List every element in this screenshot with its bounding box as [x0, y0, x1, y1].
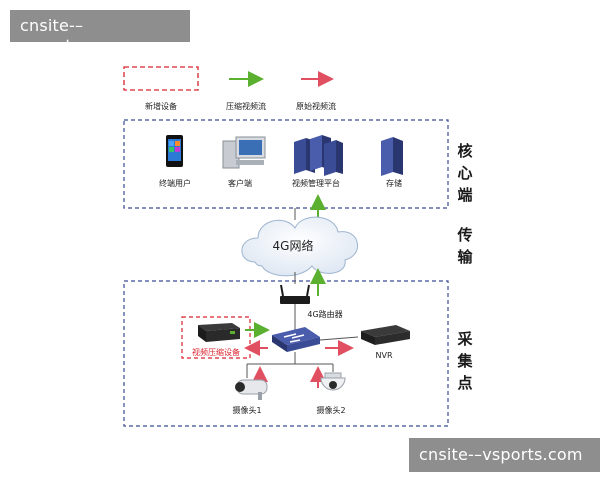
camera1-label: 摄像头1: [232, 406, 262, 415]
watermark-bottom: cnsite-–vsports.com: [409, 438, 600, 472]
section-transmission-label: 传输: [457, 226, 473, 266]
storage-server-icon: [381, 137, 403, 176]
server-cluster-icon: [294, 135, 343, 176]
smartphone-icon: [166, 135, 183, 167]
legend-new-device-label: 新增设备: [145, 102, 177, 111]
client-label: 客户端: [228, 179, 252, 188]
legend-new-device-box: [123, 66, 199, 91]
section-core-label: 核心端: [457, 142, 473, 204]
encoder-label: 视频压缩设备: [192, 348, 240, 357]
nvr-label: NVR: [375, 351, 393, 360]
core-frame: [123, 119, 449, 209]
encoder-device-icon: [198, 323, 240, 342]
storage-label: 存储: [386, 179, 402, 188]
collection-frame: [123, 280, 449, 427]
dome-camera-icon: [320, 372, 346, 391]
computer-icon: [222, 136, 266, 169]
nvr-icon: [361, 325, 410, 345]
new-device-frame: [181, 316, 251, 359]
legend-compressed-label: 压缩视频流: [226, 102, 266, 111]
camera2-label: 摄像头2: [316, 406, 346, 415]
network-switch-icon: [272, 327, 320, 352]
legend-raw-label: 原始视频流: [296, 102, 336, 111]
cloud-label: 4G网络: [272, 239, 314, 253]
bullet-camera-icon: [235, 379, 268, 400]
router-label: 4G路由器: [307, 310, 343, 319]
router-icon: [280, 284, 310, 304]
video-platform-label: 视频管理平台: [292, 179, 340, 188]
watermark-top: cnsite-–vsports.com: [10, 10, 190, 55]
terminal-user-label: 终端用户: [159, 179, 191, 188]
cloud-icon: [241, 216, 359, 277]
section-collection-label: 采集点: [457, 330, 473, 392]
